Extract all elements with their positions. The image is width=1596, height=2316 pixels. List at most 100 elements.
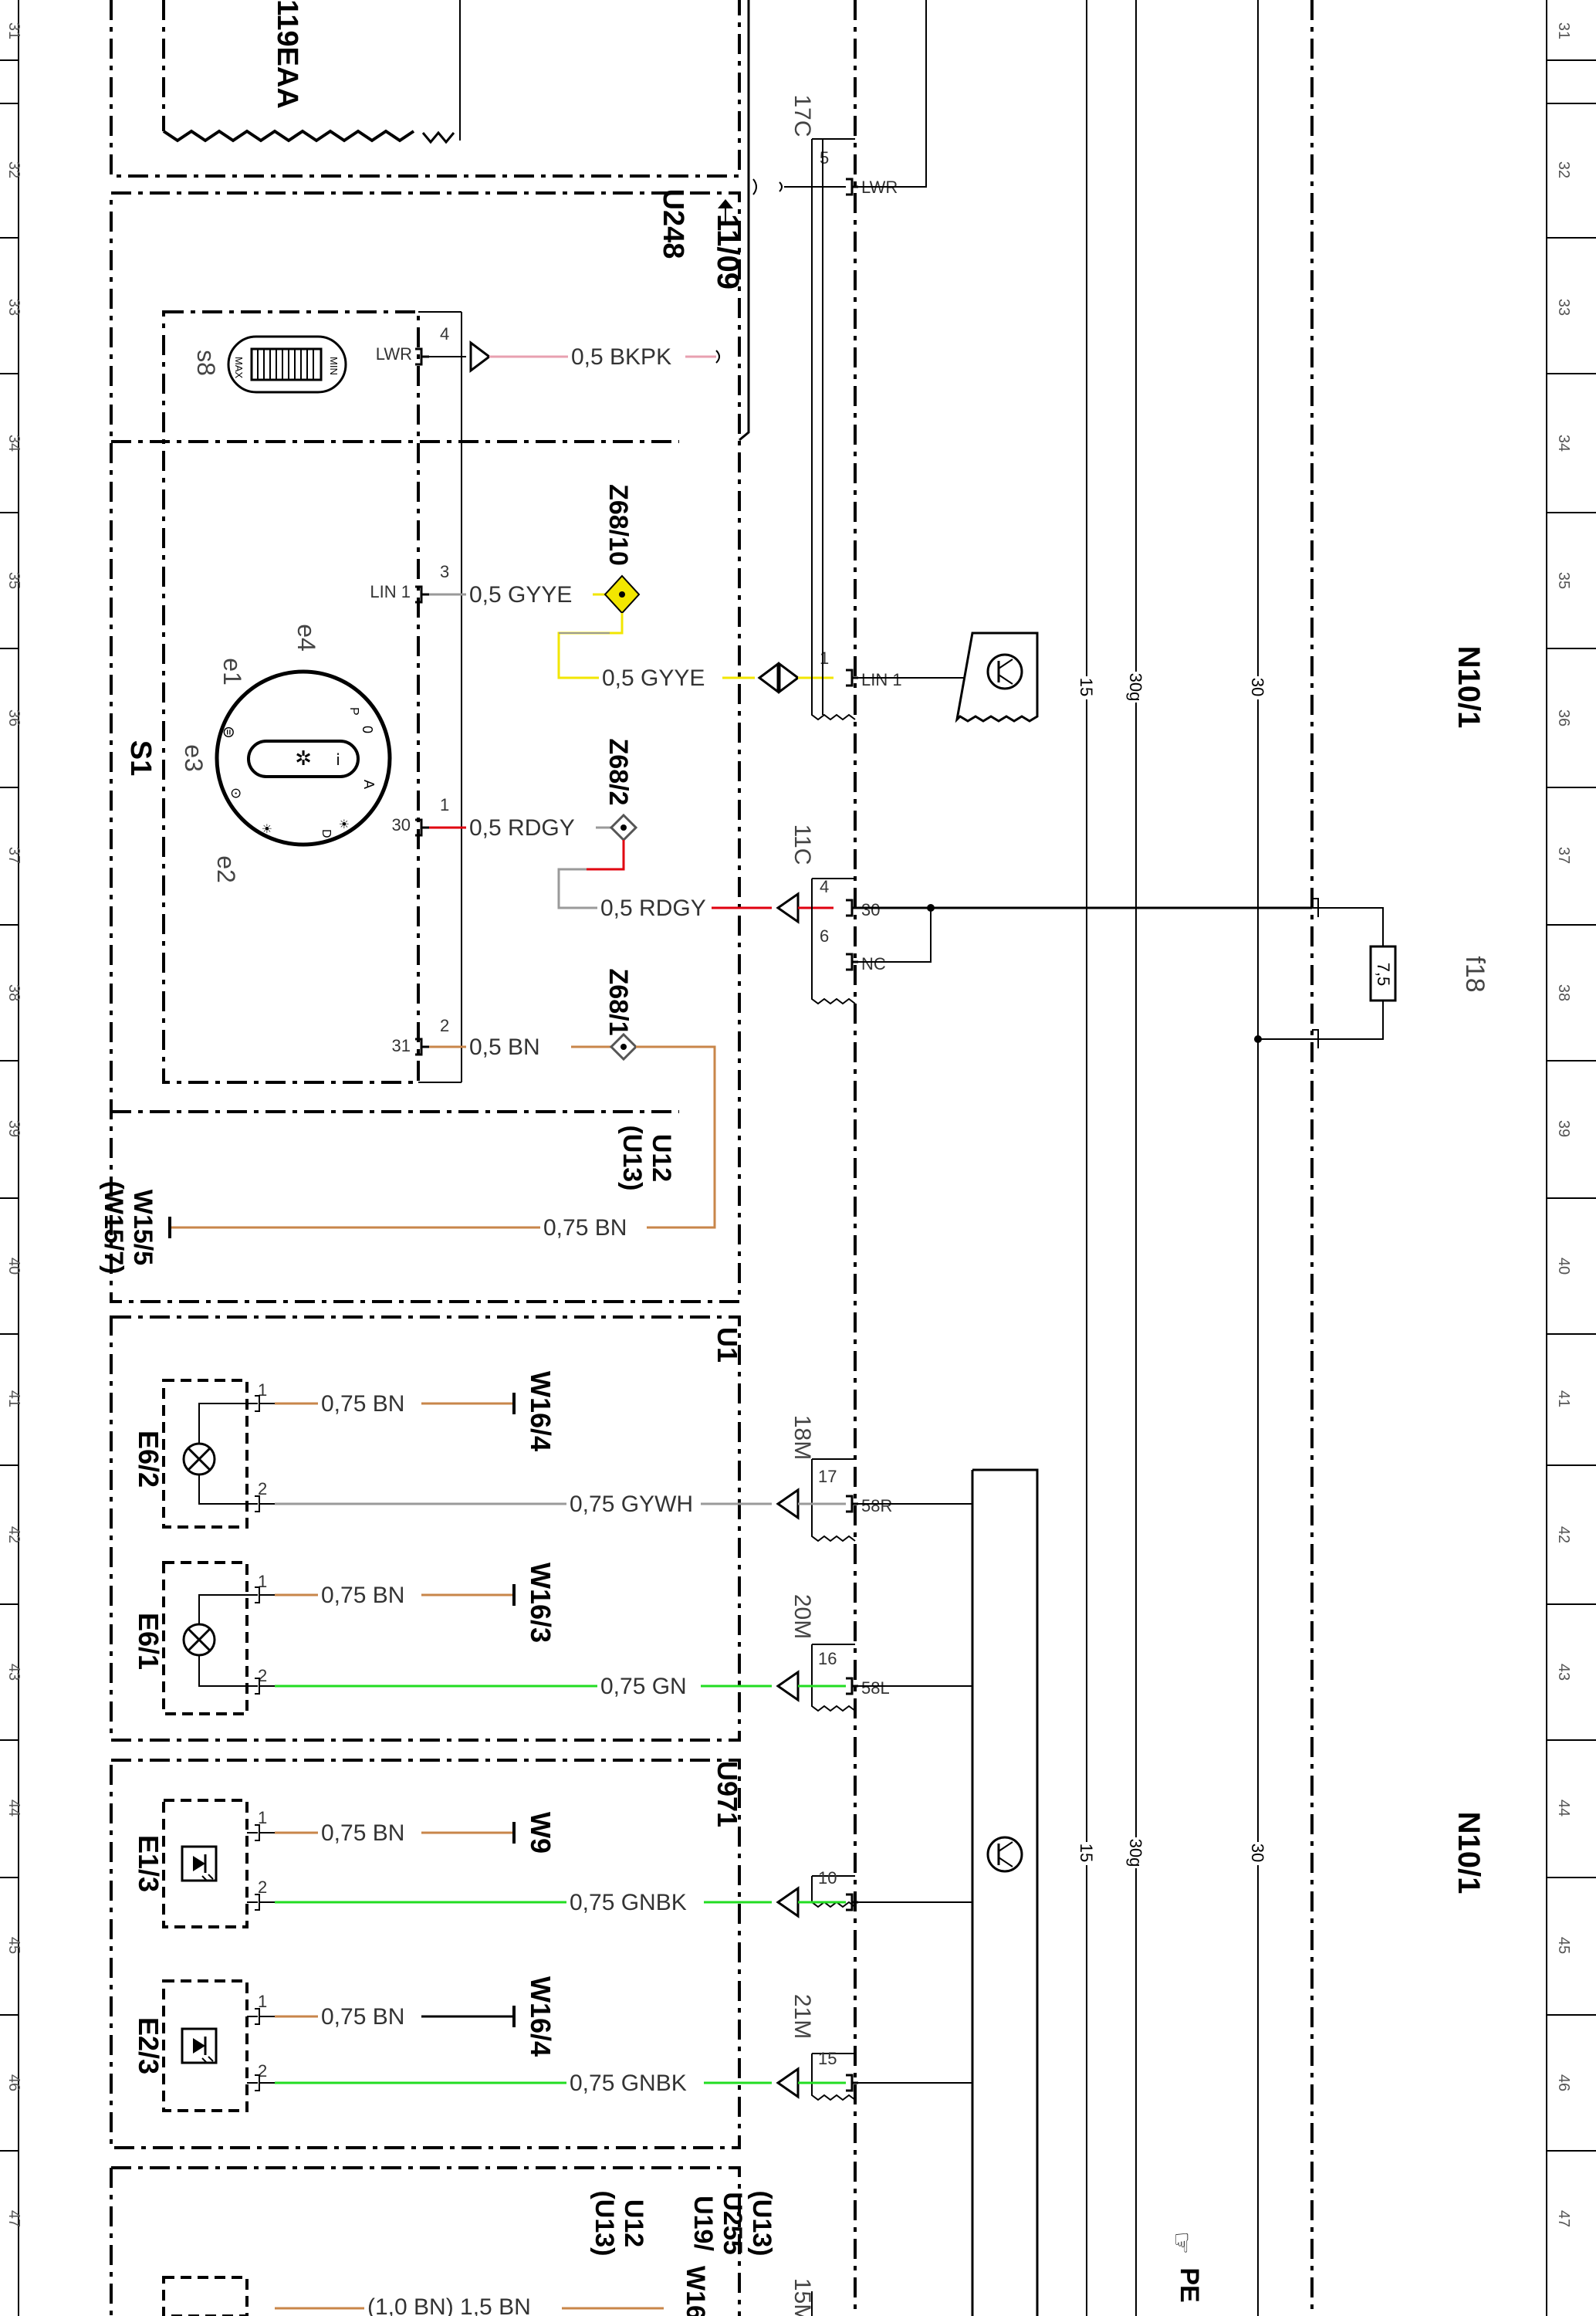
- row-label: 39: [5, 1120, 22, 1137]
- ref-11-09: 11/09: [711, 214, 745, 290]
- row-label: 38: [5, 984, 22, 1001]
- pin-label-30: 30: [392, 815, 411, 835]
- component-119eaa: 119EAA: [271, 0, 303, 109]
- label-e6-1: E6/1: [133, 1613, 164, 1670]
- row-label: 35: [1555, 572, 1572, 589]
- led-e2-3-icon: [181, 2027, 218, 2064]
- fuse-value: 7,5: [1374, 963, 1393, 987]
- label-u12-u13: U12(U13): [590, 2190, 648, 2256]
- svg-text:A: A: [361, 780, 377, 789]
- row-label: 42: [1555, 1526, 1572, 1543]
- row-label: 39: [1555, 1120, 1572, 1137]
- pin-label-58r: 58R: [861, 1496, 892, 1515]
- ground-w16-4: W16/4: [525, 1976, 556, 2057]
- row-label: 45: [5, 1937, 22, 1954]
- row-label: 47: [1555, 2210, 1572, 2227]
- label-e3: e3: [180, 744, 208, 772]
- svg-text:☀: ☀: [336, 818, 350, 829]
- row-label: 36: [1555, 709, 1572, 726]
- svg-text:2: 2: [258, 2061, 267, 2081]
- label-s8: s8: [192, 350, 220, 376]
- svg-text:D: D: [320, 829, 333, 838]
- ground-w16-3: W16/3: [525, 1563, 556, 1643]
- label-e2-3: E2/3: [133, 2017, 164, 2074]
- pin-number: 2: [440, 1016, 449, 1035]
- row-label: 46: [5, 2074, 22, 2091]
- pin-number: 4: [440, 324, 449, 344]
- pin-number: 17: [818, 1467, 837, 1486]
- transistor-icon: [955, 631, 1039, 723]
- svg-text:0: 0: [360, 726, 375, 733]
- bus-label: 30: [1248, 1844, 1267, 1862]
- splice-label-z68-10: Z68/10: [604, 484, 633, 566]
- bus-label: 15: [1077, 1844, 1096, 1862]
- svg-text:1: 1: [258, 1992, 267, 2011]
- pin-terminals: [415, 347, 429, 1056]
- pin-number: 3: [440, 562, 449, 581]
- svg-text:1: 1: [258, 1380, 267, 1400]
- lamp-e6-1: [182, 1594, 247, 1687]
- svg-text:2: 2: [258, 1878, 267, 1897]
- pin-number: 16: [818, 1649, 837, 1668]
- wire-label: 0,5 RDGY: [469, 815, 575, 841]
- label-u971: U971: [712, 1761, 743, 1827]
- svg-text:P: P: [347, 707, 360, 716]
- wire-label: 0,75 BN: [321, 1583, 404, 1608]
- row-label: 44: [5, 1800, 22, 1817]
- output-driver-icon: [986, 1836, 1023, 1873]
- wire-label: 0,75 BN: [321, 2004, 404, 2030]
- bus-label: 30: [1248, 678, 1267, 696]
- ground-w9: W9: [525, 1812, 556, 1854]
- row-label: 44: [1555, 1800, 1572, 1817]
- wire-label: 0,5 RDGY: [600, 896, 706, 921]
- svg-text:MAX: MAX: [233, 357, 245, 379]
- svg-text:1: 1: [258, 1572, 267, 1591]
- connector-15m: 15M: [790, 2278, 815, 2316]
- light-switch-rotary-icon: ✲ ⅰ ⊜ ⊙ 0 A ☀ D ☀ P: [215, 669, 392, 847]
- label-f18: f18: [1460, 956, 1489, 992]
- row-label: 38: [1555, 984, 1572, 1001]
- row-label: 33: [1555, 299, 1572, 316]
- row-label: 32: [1555, 161, 1572, 178]
- connector-terminals: [846, 178, 858, 2092]
- pin-number: 10: [818, 1868, 837, 1888]
- svg-text:⊜: ⊜: [220, 726, 237, 739]
- ground-w16-4: W16/4: [525, 1371, 556, 1451]
- label-e6-2: E6/2: [133, 1431, 164, 1488]
- row-label: 33: [5, 299, 22, 316]
- led-e1-3-icon: [181, 1845, 218, 1882]
- label-e2: e2: [212, 855, 240, 883]
- wire-label: 0,75 BN: [543, 1215, 627, 1241]
- row-label: 31: [5, 22, 22, 39]
- row-label: 37: [5, 847, 22, 864]
- label-w15: W15/5(W15/7): [99, 1181, 157, 1275]
- pin-label-nc: NC: [861, 954, 886, 973]
- svg-text:✲: ✲: [295, 747, 312, 770]
- label-n10-1: N10/1: [1452, 646, 1486, 729]
- row-label: 47: [5, 2210, 22, 2227]
- row-label: 43: [5, 1664, 22, 1681]
- row-label: 34: [5, 435, 22, 452]
- pin-number: 1: [820, 648, 829, 668]
- row-label: 31: [1555, 22, 1572, 39]
- torn-edge: [421, 130, 455, 144]
- bus-label: 15: [1077, 678, 1096, 696]
- pin-label-58l: 58L: [861, 1678, 890, 1698]
- wire: [739, 0, 750, 442]
- row-label: 41: [1555, 1390, 1572, 1407]
- row-label: 46: [1555, 2074, 1572, 2091]
- wire-label: 0,75 BN: [321, 1391, 404, 1417]
- row-label: 40: [5, 1258, 22, 1275]
- row-label: 40: [1555, 1258, 1572, 1275]
- pin-number: 15: [818, 2049, 837, 2068]
- pin-label-lin1: LIN 1: [370, 582, 411, 601]
- label-pe: PE: [1175, 2267, 1204, 2302]
- splice-label-z68-1: Z68/1: [604, 969, 633, 1036]
- wire-label: 0,75 GYWH: [570, 1492, 693, 1517]
- connector-housings: [811, 138, 856, 2101]
- row-label: 42: [5, 1526, 22, 1543]
- row-label: 41: [5, 1390, 22, 1407]
- svg-text:⊙: ⊙: [228, 787, 244, 799]
